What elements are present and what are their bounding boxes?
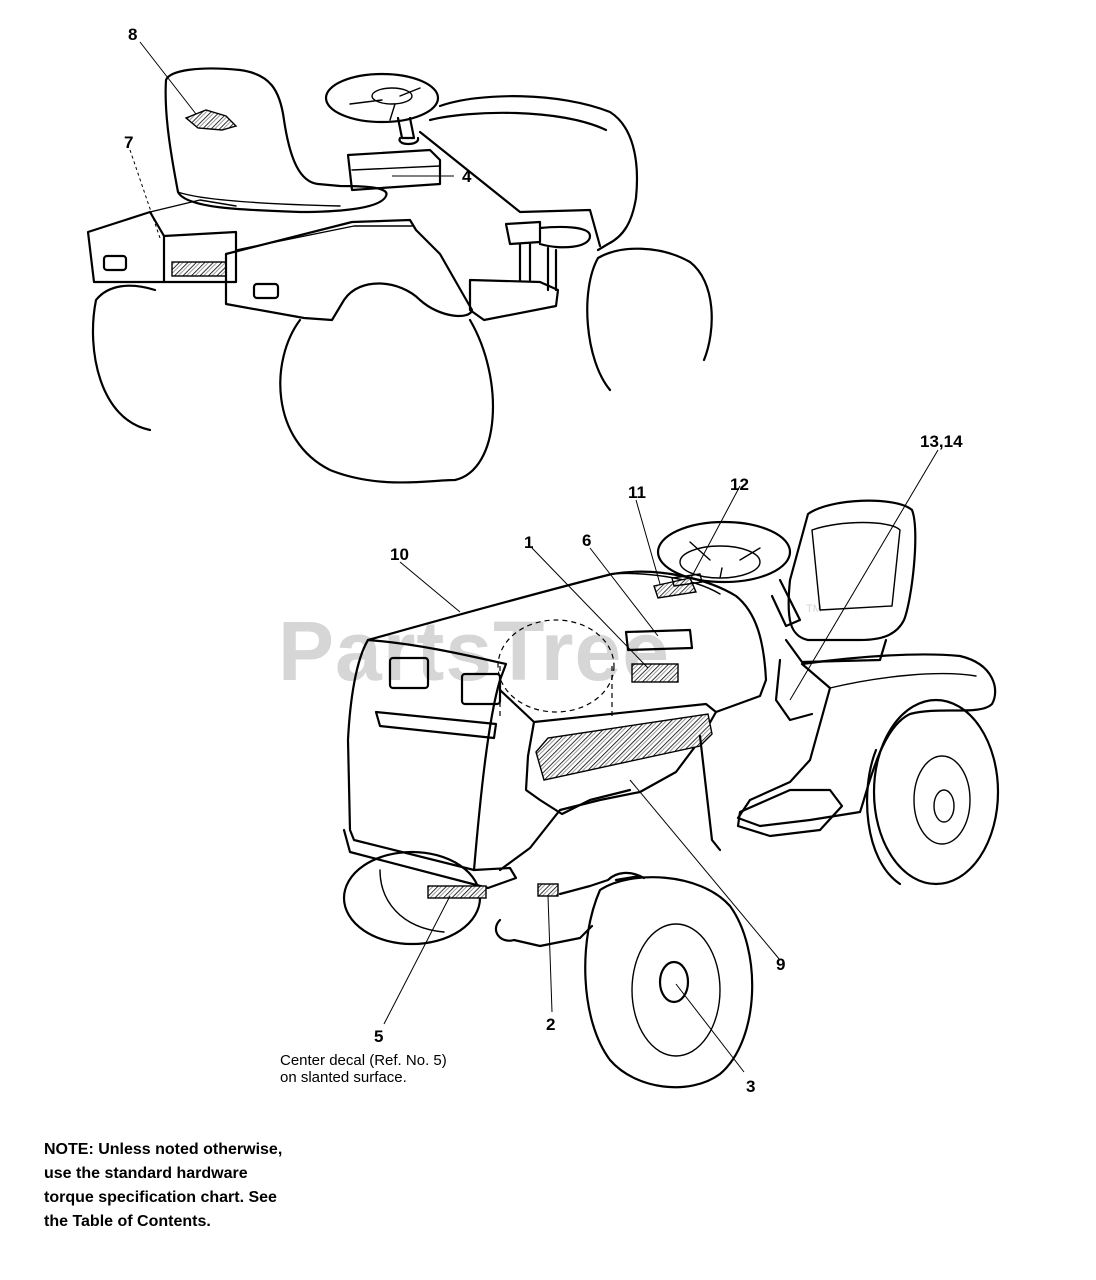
decal-1-hood (631, 663, 679, 683)
note-line-3: torque specification chart. See (44, 1189, 277, 1206)
rear-front-wheel (586, 247, 713, 392)
callout-1: 1 (524, 533, 533, 552)
front-bumper (342, 828, 518, 890)
hardware-note: NOTE: Unless noted otherwise, use the st… (44, 1138, 364, 1234)
rear-footboard (468, 278, 560, 322)
decal-5-center (427, 885, 487, 899)
front-wheel-hub (658, 960, 690, 1004)
front-right-wheel (584, 876, 754, 1089)
decal-7-reflector (171, 261, 227, 277)
rear-left-wheel (91, 284, 157, 432)
front-view-tractor (342, 499, 1000, 1089)
front-rear-wheel (872, 698, 1000, 886)
decal-11-dash (653, 577, 697, 599)
rear-view-tractor (86, 67, 713, 484)
decal-2-bumper (537, 883, 559, 897)
caption-line-2: on slanted surface. (280, 1069, 407, 1086)
callout-13-14: 13,14 (920, 432, 963, 451)
decal-9-side-panel (535, 713, 713, 781)
watermark: PartsTree TM (278, 603, 822, 698)
callout-3: 3 (746, 1077, 755, 1096)
callout-11: 11 (628, 483, 646, 502)
decal-12-steering (671, 573, 703, 587)
decal-8-seat (184, 109, 238, 131)
rear-hood (438, 95, 639, 252)
callout-2: 2 (546, 1015, 555, 1034)
rear-dash-console (346, 148, 442, 192)
front-axle (494, 871, 646, 948)
fuel-tank-outline (497, 619, 615, 713)
decal-6-hood (624, 628, 694, 652)
caption-line-1: Center decal (Ref. No. 5) (280, 1052, 447, 1069)
callout-10: 10 (390, 545, 409, 564)
note-line-1: NOTE: Unless noted otherwise, (44, 1141, 283, 1158)
front-steering-wheel (656, 520, 792, 584)
rear-steering-wheel (324, 72, 440, 124)
callout-8: 8 (128, 25, 137, 44)
front-hood (366, 570, 768, 872)
watermark-text: PartsTree (278, 604, 670, 698)
leader-lines (129, 41, 939, 1073)
front-seat (787, 499, 917, 642)
watermark-trademark: TM (806, 603, 822, 615)
callout-5: 5 (374, 1027, 383, 1046)
note-line-4: the Table of Contents. (44, 1213, 211, 1230)
rear-right-wheel (279, 318, 494, 484)
callout-labels: 8 7 4 13,14 11 12 10 1 6 9 5 2 3 (124, 25, 963, 1096)
rear-center-plate (162, 230, 238, 284)
callout-12: 12 (730, 475, 749, 494)
callout-7: 7 (124, 133, 133, 152)
note-line-2: use the standard hardware (44, 1165, 248, 1182)
callout-4: 4 (462, 167, 472, 186)
callout-6: 6 (582, 531, 591, 550)
center-decal-caption: Center decal (Ref. No. 5) on slanted sur… (280, 1052, 500, 1086)
front-footboard (736, 788, 844, 838)
rear-left-fender (86, 210, 166, 284)
front-grille (346, 638, 508, 872)
callout-9: 9 (776, 955, 785, 974)
rear-right-fender (224, 218, 474, 322)
front-rear-fender (736, 653, 997, 828)
